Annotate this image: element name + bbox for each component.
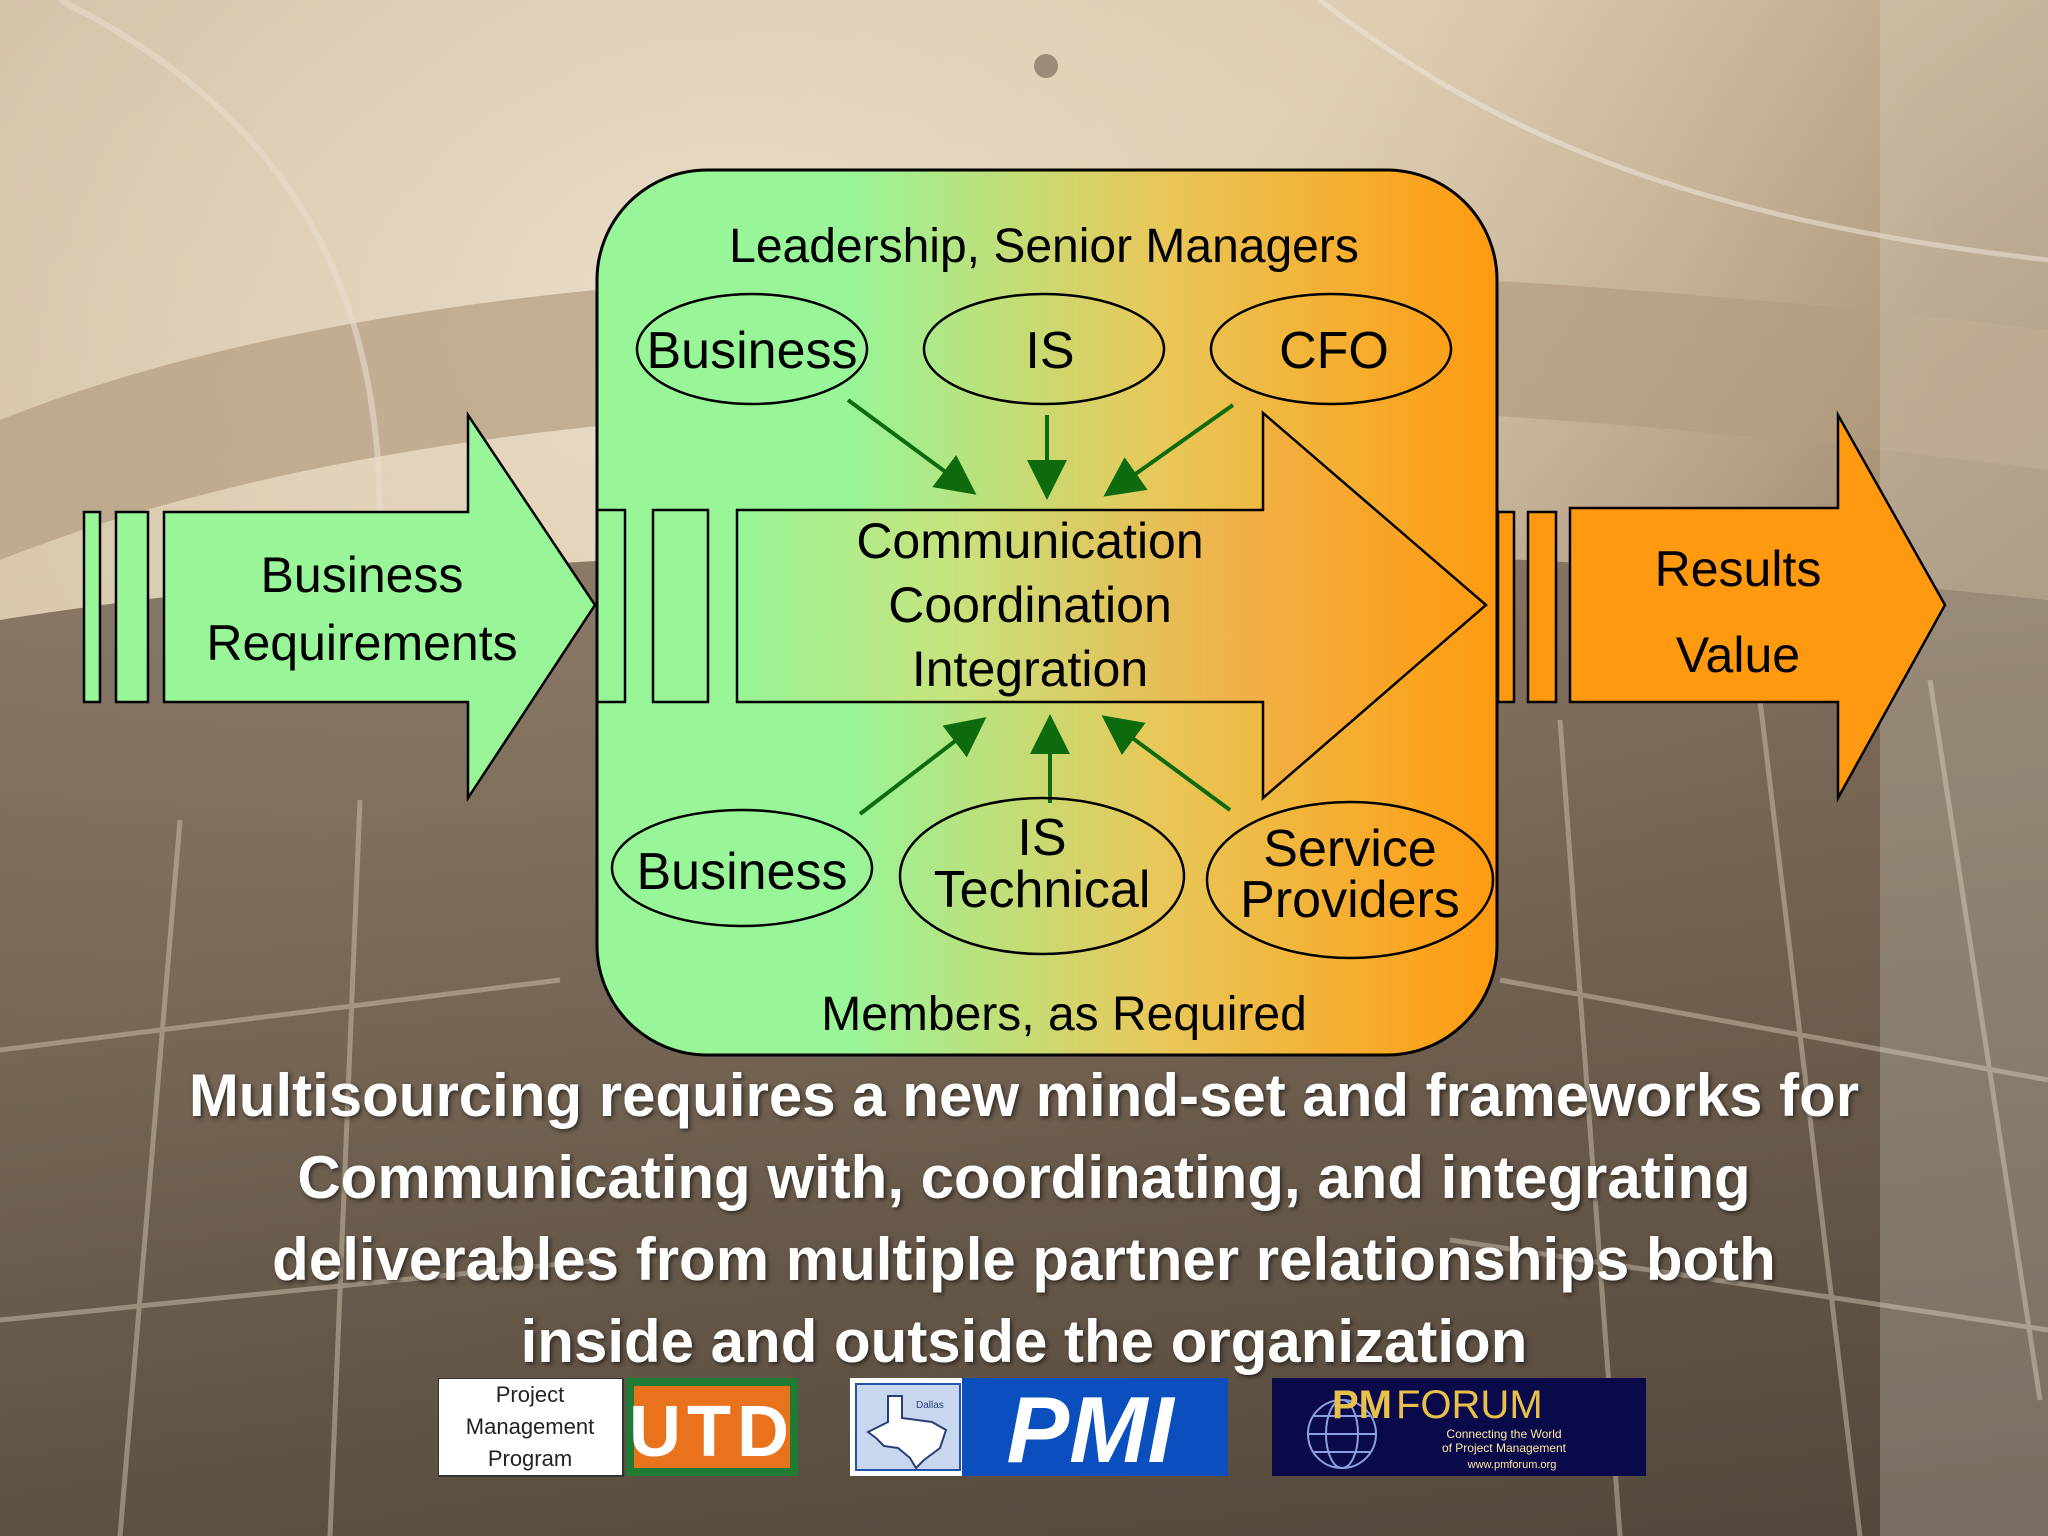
pmi-badge-text: Dallas bbox=[916, 1400, 944, 1411]
input-bar-1 bbox=[82, 510, 102, 704]
top-connector-right bbox=[1103, 403, 1235, 497]
center-bar-1 bbox=[595, 508, 627, 704]
input-arrow bbox=[162, 410, 597, 803]
utd-program-line-1: Project bbox=[496, 1382, 564, 1407]
output-bar-2 bbox=[1526, 510, 1558, 704]
top-connector-left bbox=[846, 398, 977, 495]
bottom-ellipse-service-providers bbox=[1205, 800, 1495, 960]
bottom-ellipse-business-label: Business bbox=[637, 843, 848, 901]
bottom-ellipse-business bbox=[610, 808, 874, 928]
pmforum-url: www.pmforum.org bbox=[1467, 1459, 1557, 1471]
bottom-ellipse-service-providers-line-2: Providers bbox=[1240, 871, 1460, 929]
top-ellipse-is-label: IS bbox=[1025, 322, 1074, 380]
top-ellipse-cfo bbox=[1209, 292, 1453, 406]
utd-program-line-3: Program bbox=[488, 1446, 572, 1471]
center-arrow-line-3: Integration bbox=[912, 641, 1148, 697]
center-arrow bbox=[735, 410, 1488, 801]
bottom-ellipse-is-technical-line-1: IS bbox=[1017, 809, 1066, 867]
caption-line-1: Multisourcing requires a new mind-set an… bbox=[188, 1062, 1860, 1129]
bottom-connector-right bbox=[1101, 715, 1232, 812]
pmforum-tagline-2: of Project Management bbox=[1442, 1441, 1567, 1455]
output-arrow bbox=[1568, 410, 1947, 803]
bottom-ellipse-is-technical-line-2: Technical bbox=[934, 861, 1151, 919]
bottom-ellipse-service-providers-line-1: Service bbox=[1263, 820, 1436, 878]
output-arrow-line-1: Results bbox=[1655, 541, 1822, 597]
utd-logo: Project Management Program UTD bbox=[438, 1378, 798, 1477]
caption-line-4: inside and outside the organization bbox=[520, 1308, 1528, 1375]
top-ellipse-business-label: Business bbox=[647, 322, 858, 380]
utd-program-line-2: Management bbox=[466, 1414, 594, 1439]
output-bar-1 bbox=[1496, 510, 1516, 704]
top-ellipse-business bbox=[635, 292, 869, 406]
utd-mark: UTD bbox=[629, 1392, 795, 1472]
caption-line-3: deliverables from multiple partner relat… bbox=[272, 1226, 1776, 1293]
globe-icon bbox=[1307, 1399, 1377, 1469]
bottom-ellipse-is-technical bbox=[898, 796, 1186, 956]
center-arrow-line-2: Coordination bbox=[888, 577, 1172, 633]
pmforum-tagline-1: Connecting the World bbox=[1446, 1427, 1561, 1441]
pmi-dallas-logo: Dallas PMI bbox=[850, 1378, 1228, 1478]
input-arrow-line-2: Requirements bbox=[206, 615, 517, 671]
top-ellipse-is bbox=[922, 292, 1166, 406]
leadership-label: Leadership, Senior Managers bbox=[729, 220, 1359, 273]
center-arrow-line-1: Communication bbox=[856, 513, 1203, 569]
pmforum-mark-pm: PM bbox=[1332, 1383, 1392, 1427]
texas-map-icon bbox=[866, 1395, 948, 1470]
output-arrow-line-2: Value bbox=[1676, 627, 1800, 683]
center-bar-2 bbox=[651, 508, 710, 704]
caption: Multisourcing requires a new mind-set an… bbox=[40, 1055, 2008, 1383]
input-arrow-line-1: Business bbox=[261, 547, 464, 603]
pmforum-logo: PM FORUM Connecting the World of Project… bbox=[1272, 1378, 1646, 1476]
pmforum-mark-forum: FORUM bbox=[1396, 1383, 1543, 1427]
top-ellipse-cfo-label: CFO bbox=[1279, 322, 1389, 380]
bottom-connector-left bbox=[858, 717, 987, 816]
caption-line-2: Communicating with, coordinating, and in… bbox=[297, 1144, 1751, 1211]
members-label: Members, as Required bbox=[821, 988, 1307, 1041]
pmi-mark: PMI bbox=[1006, 1378, 1175, 1478]
input-bar-2 bbox=[114, 510, 150, 704]
